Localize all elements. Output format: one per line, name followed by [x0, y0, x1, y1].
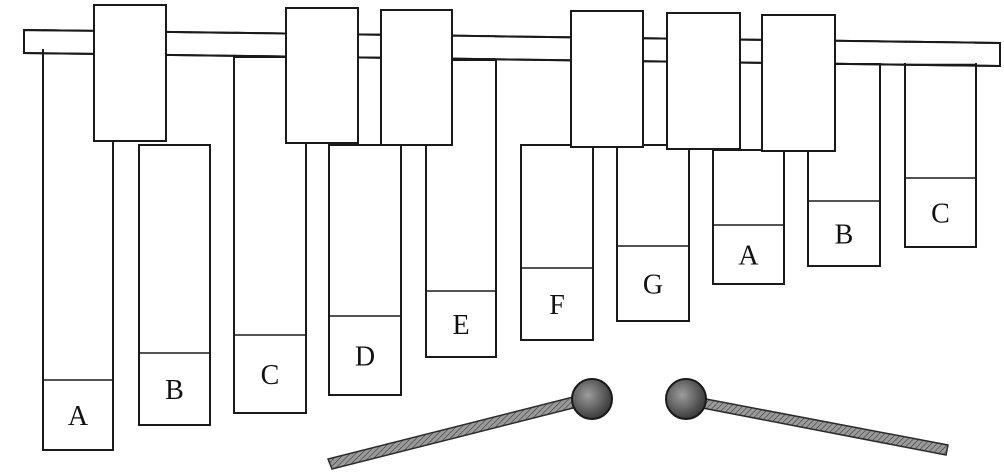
mallet-left-icon[interactable]: [326, 378, 613, 470]
note-bar[interactable]: A: [712, 149, 785, 285]
note-bar-body: [904, 63, 977, 248]
note-label: F: [549, 290, 565, 321]
note-bar[interactable]: F: [520, 144, 594, 341]
note-label: A: [738, 241, 759, 272]
support-block: [666, 12, 741, 150]
note-label: A: [68, 401, 89, 432]
note-label: B: [835, 220, 854, 251]
note-bar-body: [616, 144, 690, 322]
note-bar[interactable]: G: [616, 144, 690, 322]
note-label: C: [261, 360, 280, 391]
note-bar-body: [138, 144, 211, 426]
rail-edge: [904, 63, 977, 67]
support-block: [570, 10, 644, 148]
mallet-left-head: [571, 378, 613, 420]
support-block: [285, 7, 359, 144]
note-label: E: [452, 310, 469, 341]
note-bar[interactable]: C: [904, 63, 977, 248]
rail-overlap: [906, 42, 975, 64]
rail-edge: [904, 40, 977, 44]
note-label: B: [165, 375, 184, 406]
note-bar[interactable]: D: [328, 144, 402, 396]
note-bar-body: [328, 144, 402, 396]
mallet-right-icon[interactable]: [665, 378, 949, 456]
mallets: [326, 378, 949, 470]
note-bars: A B C D E F G A B C: [42, 49, 977, 451]
mallet-right-head: [665, 378, 707, 420]
mallet-right-shaft: [689, 395, 949, 456]
note-bar[interactable]: B: [138, 144, 211, 426]
support-block: [93, 4, 167, 142]
support-block: [761, 14, 836, 152]
note-label: D: [355, 342, 375, 373]
mallet-left-shaft: [326, 394, 587, 470]
support-block: [380, 9, 453, 146]
support-blocks: [93, 4, 836, 152]
note-bar-body: [712, 149, 785, 285]
note-label: G: [643, 270, 663, 301]
note-label: C: [931, 199, 950, 230]
note-bar-body: [520, 144, 594, 341]
